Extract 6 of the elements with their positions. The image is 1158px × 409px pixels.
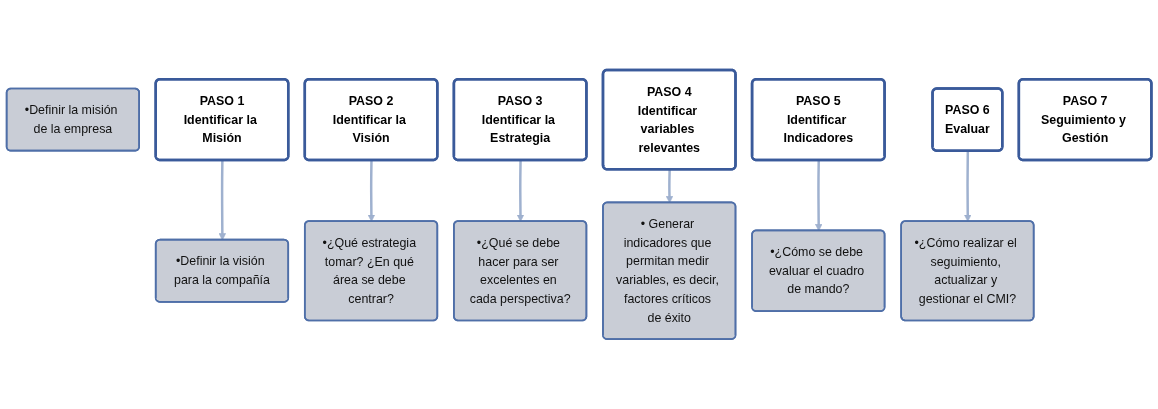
arrow (516, 160, 525, 222)
arrow (964, 151, 972, 222)
arrow (665, 169, 674, 204)
arrow (815, 160, 823, 232)
arrow (218, 160, 226, 241)
arrow (367, 160, 376, 222)
